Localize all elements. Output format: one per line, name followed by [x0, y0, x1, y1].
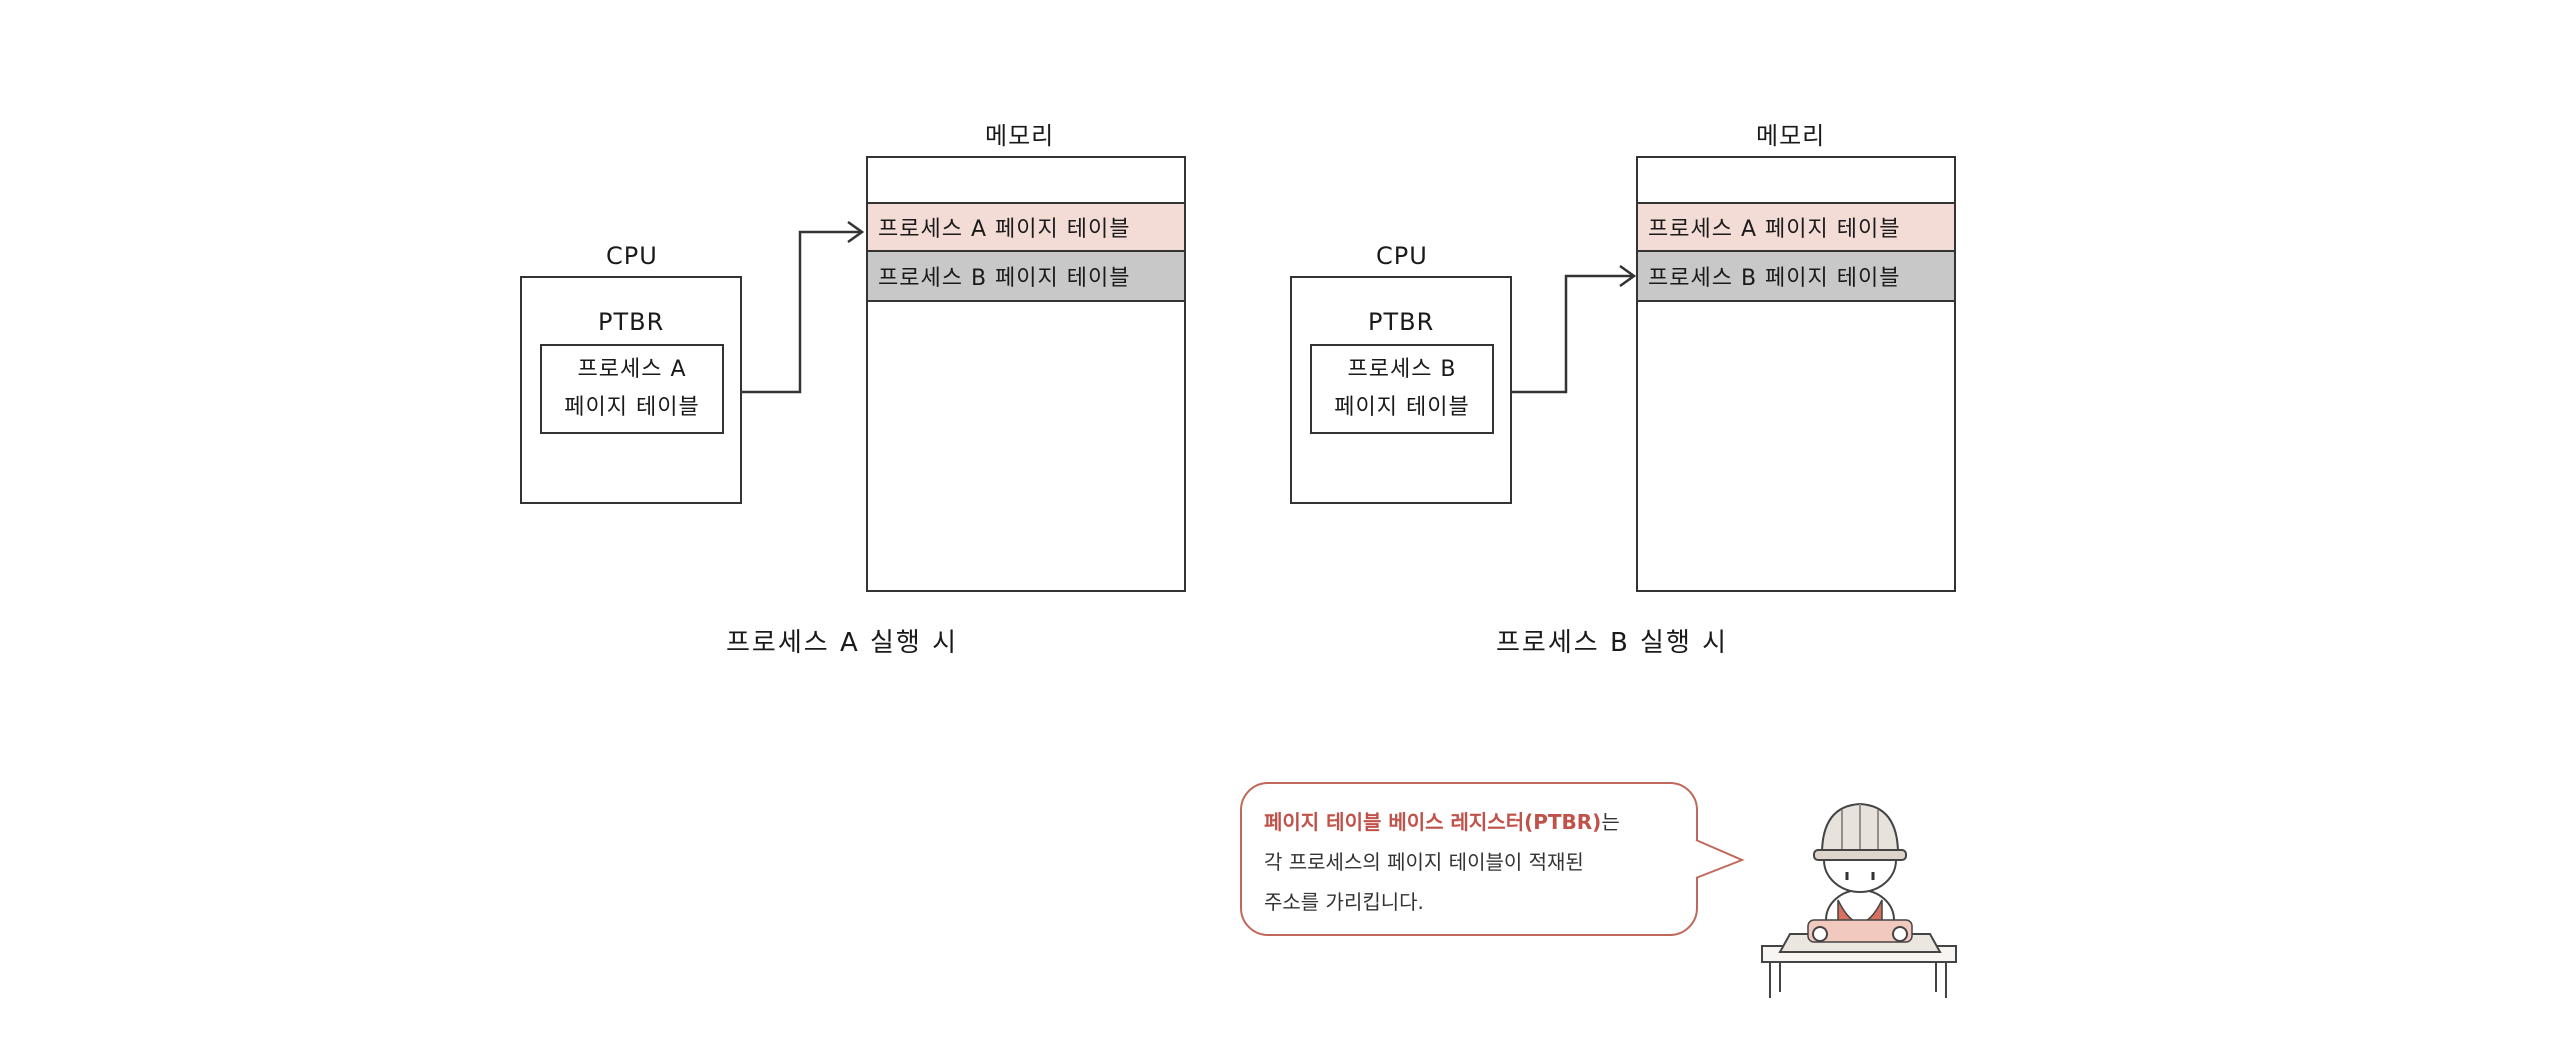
memory-box: 프로세스 A 페이지 테이블 프로세스 B 페이지 테이블 [1636, 156, 1956, 592]
ptbr-register: 프로세스 A 페이지 테이블 [540, 344, 724, 434]
ptbr-a-arrow-line [724, 230, 860, 394]
memory-row-label: 프로세스 B 페이지 테이블 [878, 266, 1131, 291]
cpu-box: PTBR 프로세스 A 페이지 테이블 [520, 276, 742, 504]
memory-row-process-b-page-table: 프로세스 B 페이지 테이블 [868, 252, 1184, 302]
ptbr-value-line2: 페이지 테이블 [564, 395, 700, 420]
memory-row-label: 프로세스 A 페이지 테이블 [1648, 217, 1901, 242]
ptbr-a-arrowhead [847, 220, 865, 244]
cpu-label: CPU [1376, 242, 1428, 270]
ptbr-b-arrow-line [1496, 274, 1632, 394]
memory-row-process-a-page-table: 프로세스 A 페이지 테이블 [1638, 202, 1954, 252]
memory-row-label: 프로세스 A 페이지 테이블 [878, 217, 1131, 242]
memory-row-process-b-page-table: 프로세스 B 페이지 테이블 [1638, 252, 1954, 302]
ptbr-value-line2: 페이지 테이블 [1334, 395, 1470, 420]
cpu-box: PTBR 프로세스 B 페이지 테이블 [1290, 276, 1512, 504]
bubble-highlight: 페이지 테이블 베이스 레지스터(PTBR) [1264, 810, 1602, 834]
caption: 프로세스 A 실행 시 [726, 628, 959, 658]
ptbr-label: PTBR [1368, 308, 1435, 336]
ptbr-label: PTBR [598, 308, 665, 336]
caption: 프로세스 B 실행 시 [1496, 628, 1729, 658]
speech-bubble: 페이지 테이블 베이스 레지스터(PTBR)는 각 프로세스의 페이지 테이블이… [1240, 782, 1698, 936]
ptbr-value-line1: 프로세스 B [1347, 357, 1457, 382]
ptbr-register: 프로세스 B 페이지 테이블 [1310, 344, 1494, 434]
memory-label: 메모리 [1756, 122, 1826, 150]
ptbr-b-arrowhead [1619, 264, 1637, 288]
cpu-label: CPU [606, 242, 658, 270]
memory-box: 프로세스 A 페이지 테이블 프로세스 B 페이지 테이블 [866, 156, 1186, 592]
hardhat-worker-icon [1761, 802, 1957, 998]
bubble-line-2: 각 프로세스의 페이지 테이블이 적재된 [1264, 850, 1584, 874]
memory-row-label: 프로세스 B 페이지 테이블 [1648, 266, 1901, 291]
bubble-tail [1695, 839, 1745, 879]
bubble-line-3: 주소를 가리킵니다. [1264, 890, 1424, 914]
bubble-line-1: 페이지 테이블 베이스 레지스터(PTBR)는 [1264, 802, 1674, 842]
ptbr-value-line1: 프로세스 A [577, 357, 687, 382]
bubble-line-1-rest: 는 [1601, 810, 1620, 834]
memory-row-process-a-page-table: 프로세스 A 페이지 테이블 [868, 202, 1184, 252]
memory-label: 메모리 [985, 122, 1055, 150]
